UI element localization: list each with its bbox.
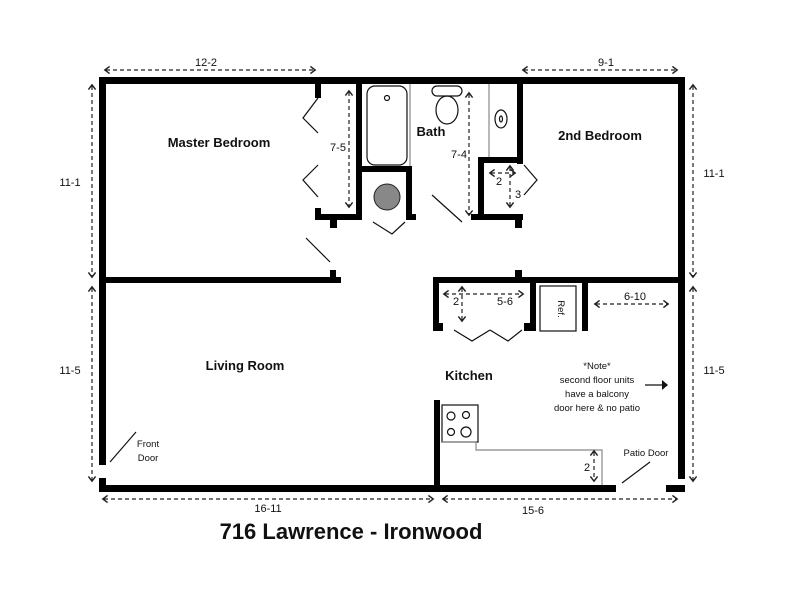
dim-pantry-width: 5-6 [497, 296, 513, 308]
dim-bottom-left: 16-11 [254, 503, 281, 515]
sink [494, 109, 508, 129]
patio-door-label: Patio Door [624, 448, 669, 459]
room-label-master-bedroom: Master Bedroom [168, 135, 271, 150]
dim-closet2-depth: 3 [515, 189, 521, 201]
dim-bath: 7-4 [451, 149, 467, 161]
dim-closet-master: 7-5 [330, 142, 346, 154]
dim-closet2-width: 2 [496, 176, 502, 188]
ref-label: Ref. [555, 300, 566, 317]
room-label-living-room: Living Room [206, 358, 285, 373]
dim-bottom-right: 15-6 [522, 505, 544, 517]
dimension-lines [87, 65, 698, 504]
note-line-4: door here & no patio [554, 403, 640, 414]
walls [99, 77, 685, 492]
bathtub [366, 85, 408, 166]
dim-pantry-depth: 2 [453, 296, 459, 308]
dim-left-upper: 11-1 [59, 177, 80, 189]
dim-right-upper: 11-1 [703, 168, 724, 180]
note-line-3: have a balcony [565, 389, 629, 400]
dim-top-left: 12-2 [195, 57, 217, 69]
fixtures [366, 84, 603, 485]
toilet-tank [431, 85, 463, 97]
toilet-bowl [435, 95, 459, 125]
door-swings [109, 97, 668, 484]
room-label-2nd-bedroom: 2nd Bedroom [558, 128, 642, 143]
water-heater [373, 183, 401, 211]
dim-right-lower: 11-5 [703, 365, 724, 377]
room-label-kitchen: Kitchen [445, 368, 493, 383]
room-label-bath: Bath [417, 124, 446, 139]
front-door-label-1: Front [137, 439, 160, 450]
note-line-2: second floor units [560, 375, 635, 386]
front-door-label-2: Door [138, 453, 159, 464]
stove [441, 404, 479, 443]
dim-counter-depth: 2 [584, 462, 590, 474]
dim-kitchen-gap: 6-10 [624, 291, 646, 303]
dim-left-lower: 11-5 [59, 365, 80, 377]
refrigerator [539, 285, 577, 332]
note-line-1: *Note* [583, 361, 611, 372]
plan-title: 716 Lawrence - Ironwood [220, 519, 483, 544]
dim-top-right: 9-1 [598, 57, 614, 69]
